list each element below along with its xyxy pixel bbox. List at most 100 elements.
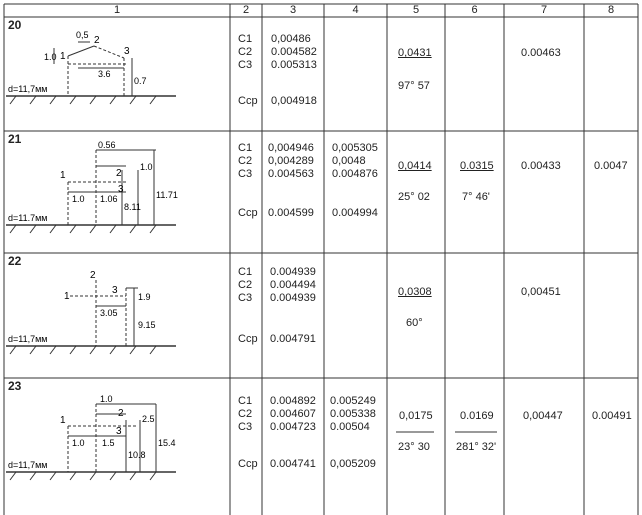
col5-bottom: 23° 30 — [398, 441, 430, 453]
label-cp: Cср — [238, 207, 258, 219]
row-number: 20 — [8, 18, 22, 32]
dimension-label: 3.6 — [98, 69, 111, 79]
row-number: 22 — [8, 254, 22, 268]
diameter-label: d=11,7мм — [8, 84, 48, 94]
header-col-6: 6 — [471, 4, 478, 16]
col4-average: 0,005209 — [330, 458, 376, 470]
col5-top: 0,0414 — [398, 160, 432, 172]
point-3-label: 3 — [116, 426, 122, 437]
col7-value: 0.00463 — [521, 47, 561, 59]
dimension-label: 2.5 — [142, 414, 155, 424]
header-col-4: 4 — [352, 4, 359, 16]
col7-value: 0,00451 — [521, 286, 561, 298]
point-2-label: 2 — [90, 270, 96, 281]
value: 0,0048 — [332, 155, 366, 167]
header-col-7: 7 — [540, 4, 548, 16]
point-2-label: 2 — [94, 35, 100, 46]
label-c1: C1 — [238, 266, 253, 278]
sketch-diagram: 1 2 3 3.05 1.9 9.15 d=11,7мм — [6, 270, 176, 355]
point-2-label: 2 — [118, 408, 124, 419]
label-c1: C1 — [238, 33, 253, 45]
header-col-8: 8 — [607, 4, 615, 16]
header-col-1: 1 — [113, 4, 121, 16]
value: 0,005305 — [332, 142, 378, 154]
col7-value: 0,00447 — [523, 410, 563, 422]
point-1-label: 1 — [60, 415, 66, 426]
col5-top: 0,0431 — [398, 47, 432, 59]
header-col-5: 5 — [412, 4, 420, 16]
label-c1: C1 — [238, 142, 253, 154]
label-c3: C3 — [238, 421, 253, 433]
dimension-label: 0.7 — [134, 76, 147, 86]
col5-bottom: 25° 02 — [398, 191, 430, 203]
value: 0.004939 — [270, 292, 316, 304]
label-cp: Cср — [238, 333, 258, 345]
dimension-label: 11.71 — [156, 190, 178, 200]
col4-values: 0.005249 0.005338 0.00504 — [330, 395, 376, 434]
header-col-2: 2 — [242, 4, 250, 16]
dimension-label: 1.0 — [140, 162, 153, 172]
col4-average: 0.004994 — [332, 207, 378, 219]
col3-average: 0,004918 — [271, 95, 317, 107]
row-number: 23 — [8, 379, 22, 393]
col6-top: 0.0169 — [460, 410, 494, 422]
dimension-label: 1.0 — [44, 52, 57, 62]
value: 0,004946 — [268, 142, 314, 154]
label-c3: C3 — [238, 292, 253, 304]
row-number: 21 — [8, 132, 22, 146]
sketch-diagram: 1 2 3 0.56 1.0 1.06 1.0 8.11 11.71 d=11.… — [6, 140, 178, 234]
dimension-label: 1.5 — [102, 438, 115, 448]
point-2-label: 2 — [116, 168, 122, 179]
coefficient-labels: C1 C2 C3 — [238, 395, 252, 434]
point-1-label: 1 — [60, 170, 66, 181]
value: 0.004563 — [268, 168, 314, 180]
point-3-label: 3 — [124, 46, 130, 57]
sketch-diagram: 1 2 3 1.0 1.0 1.5 2.5 10.8 15.4 d=11,7мм — [6, 394, 176, 481]
col5-bottom: 60° — [406, 317, 423, 329]
dimension-label: 1.9 — [138, 292, 151, 302]
dimension-label: 1.0 — [72, 194, 85, 204]
col5-top: 0,0175 — [399, 410, 433, 422]
label-c2: C2 — [238, 46, 253, 58]
label-cp: Cср — [238, 458, 258, 470]
label-c1: C1 — [238, 395, 253, 407]
col8-value: 0.0047 — [594, 160, 628, 172]
value: 0.004494 — [270, 279, 316, 291]
col6-bottom: 7° 46' — [462, 191, 490, 203]
dimension-label: 0.56 — [98, 140, 116, 150]
point-3-label: 3 — [118, 184, 124, 195]
label-c2: C2 — [238, 279, 253, 291]
col3-average: 0.004741 — [270, 458, 316, 470]
col5-bottom: 97° 57 — [398, 80, 430, 92]
value: 0.005249 — [330, 395, 376, 407]
diameter-label: d=11,7мм — [8, 334, 48, 344]
col3-values: 0,004946 0,004289 0.004563 — [268, 142, 314, 181]
col3-average: 0.004791 — [270, 333, 316, 345]
fraction-bar — [455, 431, 497, 433]
dimension-label: 15.4 — [158, 438, 176, 448]
value: 0.004892 — [270, 395, 316, 407]
col5-top: 0,0308 — [398, 286, 432, 298]
point-1-label: 1 — [60, 51, 66, 62]
coefficient-labels: C1 C2 C3 — [238, 266, 252, 305]
dimension-label: 1.06 — [100, 194, 118, 204]
col8-value: 0.00491 — [592, 410, 632, 422]
dimension-label: 10.8 — [128, 450, 146, 460]
header-col-3: 3 — [289, 4, 297, 16]
value: 0,00486 — [271, 33, 311, 45]
col3-values: 0.004892 0.004607 0.004723 — [270, 395, 316, 434]
dimension-label: 0,5 — [76, 30, 89, 40]
col4-values: 0,005305 0,0048 0.004876 — [332, 142, 378, 181]
label-c3: C3 — [238, 168, 253, 180]
value: 0.005338 — [330, 408, 376, 420]
label-c2: C2 — [238, 408, 253, 420]
value: 0.00504 — [330, 421, 370, 433]
label-c2: C2 — [238, 155, 253, 167]
dimension-label: 9.15 — [138, 320, 156, 330]
col7-value: 0.00433 — [521, 160, 561, 172]
value: 0.004723 — [270, 421, 316, 433]
value: 0.004607 — [270, 408, 316, 420]
dimension-label: 3.05 — [100, 308, 118, 318]
